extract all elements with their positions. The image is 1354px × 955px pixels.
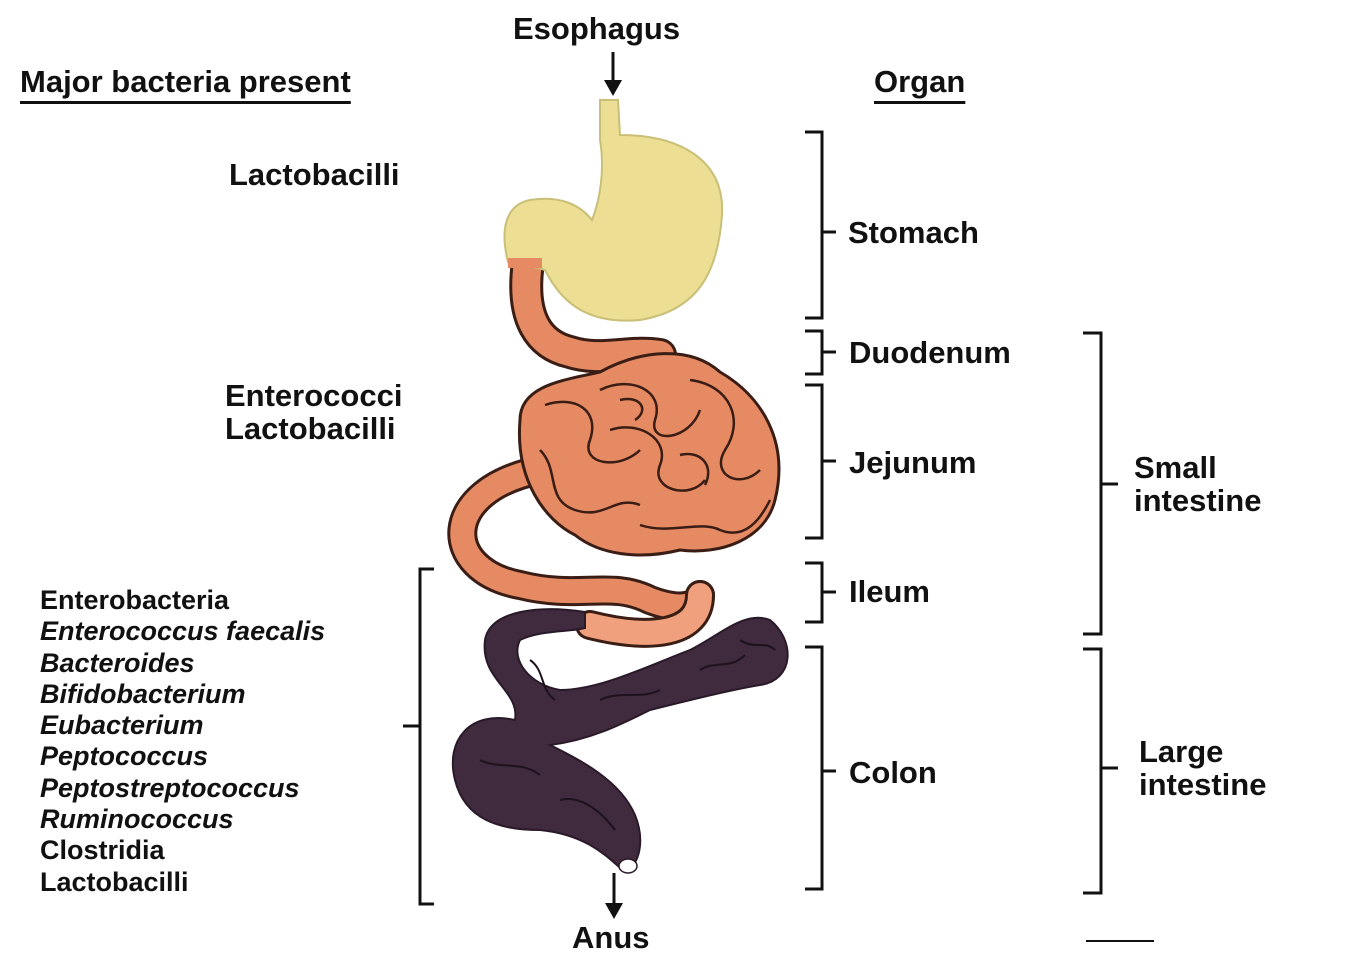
colon-bacteria-item: Bacteroides xyxy=(40,648,325,679)
stomach-bacteria-item: Lactobacilli xyxy=(229,159,400,190)
region-label-large-intestine-line1: Large xyxy=(1139,736,1223,767)
stomach-bracket xyxy=(805,132,836,318)
organ-label-stomach: Stomach xyxy=(848,217,979,248)
bacteria-column-header: Major bacteria present xyxy=(20,66,351,97)
anus-label: Anus xyxy=(572,922,650,953)
duodenum-bracket xyxy=(805,331,836,374)
colon-bacteria-bracket xyxy=(403,569,434,904)
ileum-bracket xyxy=(805,563,836,622)
esophagus-label: Esophagus xyxy=(513,13,680,44)
small-intestine-bacteria-item: Lactobacilli xyxy=(225,413,396,444)
colon-bacteria-item: Peptococcus xyxy=(40,741,325,772)
colon-bacteria-item: Peptostreptococcus xyxy=(40,773,325,804)
colon-bacteria-list: Enterobacteria Enterococcus faecalis Bac… xyxy=(40,585,325,898)
small-intestine-bracket xyxy=(1083,333,1118,634)
colon-shape xyxy=(453,609,788,873)
anus-arrow xyxy=(605,873,623,919)
colon-bracket xyxy=(805,647,836,889)
colon-bacteria-item: Bifidobacterium xyxy=(40,679,325,710)
colon-bacteria-item: Ruminococcus xyxy=(40,804,325,835)
organ-column-header: Organ xyxy=(874,66,965,97)
colon-bacteria-item: Enterobacteria xyxy=(40,585,325,616)
colon-bacteria-item: Enterococcus faecalis xyxy=(40,616,325,647)
organ-label-ileum: Ileum xyxy=(849,576,930,607)
colon-bacteria-item: Eubacterium xyxy=(40,710,325,741)
region-label-small-intestine-line2: intestine xyxy=(1134,485,1261,516)
esophagus-arrow xyxy=(604,52,622,96)
region-label-large-intestine-line2: intestine xyxy=(1139,769,1266,800)
colon-bacteria-item: Lactobacilli xyxy=(40,867,325,898)
region-label-small-intestine-line1: Small xyxy=(1134,452,1217,483)
organ-label-duodenum: Duodenum xyxy=(849,337,1011,368)
colon-bacteria-item: Clostridia xyxy=(40,835,325,866)
organ-label-colon: Colon xyxy=(849,757,937,788)
small-intestine-bacteria-item: Enterococci xyxy=(225,380,402,411)
large-intestine-bracket xyxy=(1083,649,1118,893)
jejunum-bracket xyxy=(805,385,836,538)
organ-label-jejunum: Jejunum xyxy=(849,447,976,478)
